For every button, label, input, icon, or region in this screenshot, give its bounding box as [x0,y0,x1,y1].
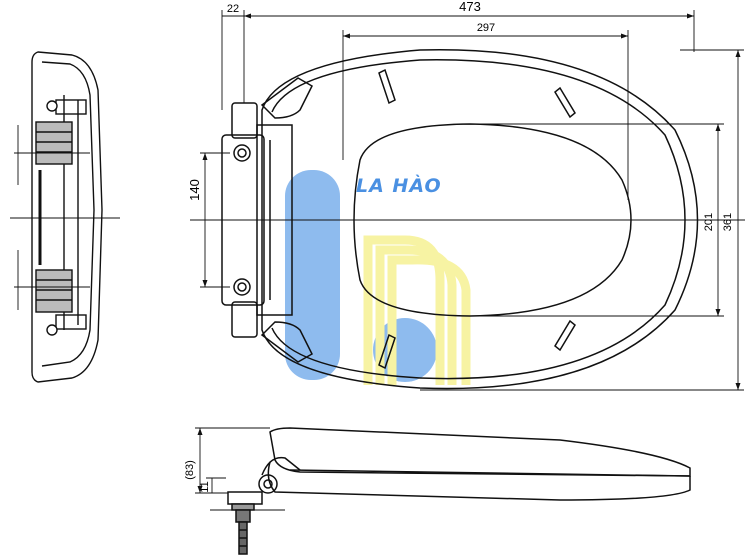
end-view-upper-bolt [35,100,73,165]
side-view-bolt [231,503,255,555]
dim-hinge-offset: 22 [227,3,239,15]
bumper-4 [554,319,576,352]
dimension-lines [200,10,744,391]
dim-overall-length: 473 [459,0,481,14]
side-dimension-lines [195,427,285,511]
dim-opening-width: 201 [703,213,715,231]
dim-overall-width: 361 [722,213,734,231]
seat-outer-outline [261,48,699,390]
dim-side-height: (83) [184,460,196,480]
side-dimension-arrows [197,428,203,493]
watermark-yellow-stripes [363,235,471,385]
watermark-blue-bar [285,170,340,380]
end-view [31,51,103,383]
watermark-brand-text: LA HÀO [356,174,442,197]
side-view [227,427,691,555]
watermark-logo [285,170,471,385]
dim-opening-length: 297 [477,22,495,34]
end-view-lower-bolt [35,269,73,336]
bumper-3 [378,333,396,370]
end-view-centerlines [10,125,120,310]
dim-side-offset: 11 [199,481,211,492]
dimension-arrows [202,13,741,390]
bumper-1 [378,68,396,105]
bumper-2 [554,86,576,119]
dim-hinge-spacing: 140 [187,179,202,201]
